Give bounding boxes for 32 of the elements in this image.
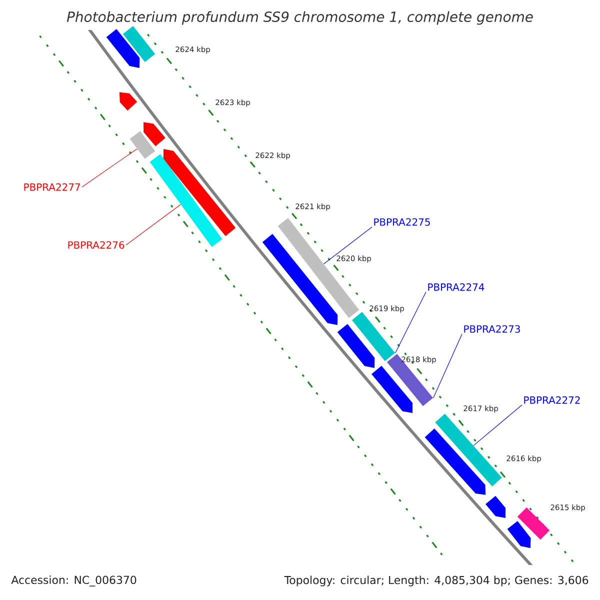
gene-feature [106, 28, 140, 68]
gene-feature [262, 234, 338, 326]
gene-bar [122, 26, 156, 62]
gene-bar [352, 312, 396, 362]
gene-label: PBPRA2276 [68, 241, 124, 249]
gene-label: PBPRA2277 [24, 183, 80, 191]
gene-bar [435, 414, 502, 486]
gene-label: PBPRA2274 [428, 283, 484, 291]
gene-bar [517, 507, 550, 540]
gene-feature [119, 92, 138, 111]
gene-label: PBPRA2272 [524, 396, 580, 404]
title: Photobacterium profundum SS9 chromosome 1, complete genome [66, 11, 533, 25]
gene-bar [130, 131, 156, 159]
footer-text: Topology: circular; Length: 4,085,304 bp; Genes: 3,606 [284, 576, 588, 586]
gene-feature [424, 428, 486, 495]
leader-line [473, 404, 522, 446]
footer-text: Accession: NC_006370 [11, 576, 136, 586]
leader-line [433, 334, 462, 398]
gene-feature [486, 496, 506, 518]
gene-label: PBPRA2273 [464, 325, 520, 333]
gene-bar [278, 218, 360, 318]
gene-feature [144, 122, 166, 146]
leader-line [324, 226, 372, 264]
leader-line [395, 292, 426, 354]
gene-feature [163, 148, 236, 236]
gene-bar [150, 154, 222, 247]
leader-line [126, 204, 181, 246]
gene-label: PBPRA2275 [374, 218, 430, 226]
gene-feature [337, 324, 375, 368]
gene-feature [507, 521, 531, 548]
gene-feature [372, 366, 412, 413]
leader-line [82, 148, 138, 188]
